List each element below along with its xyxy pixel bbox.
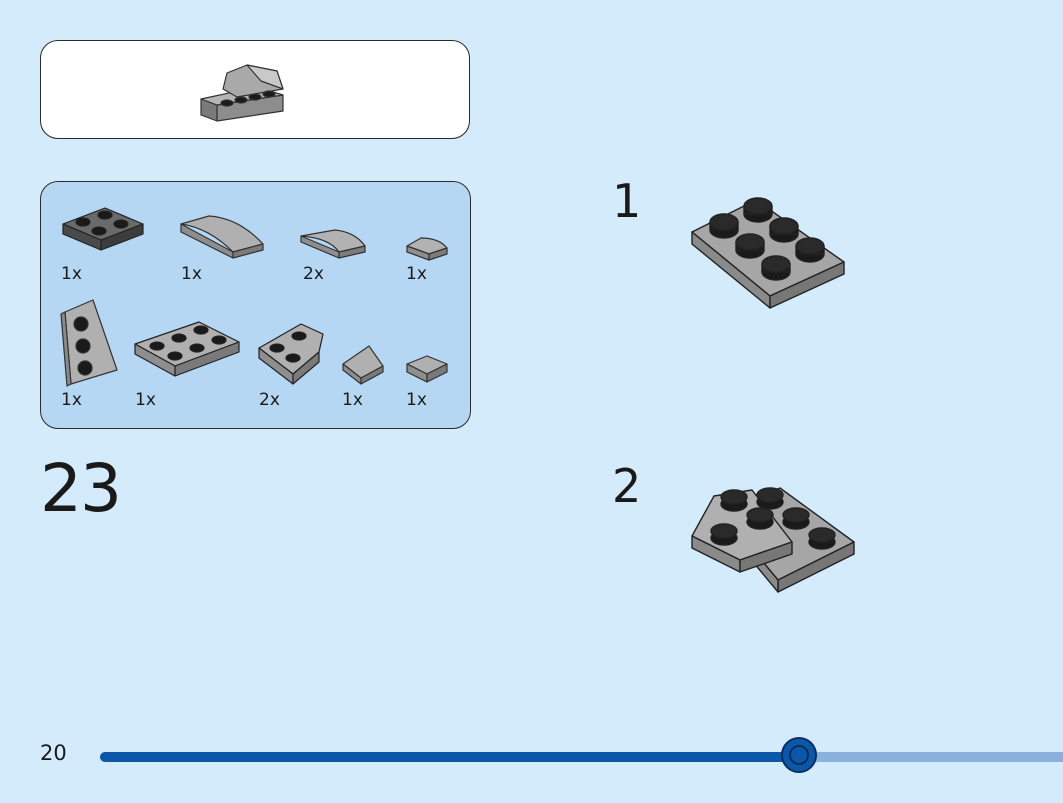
part-quantity: 1x [342,390,363,410]
part-plate-2x3 [134,321,240,377]
part-quantity: 1x [406,264,427,284]
part-quantity: 1x [181,264,202,284]
part-quantity: 2x [303,264,324,284]
part-wedge-plate-vertical [60,299,118,387]
subassembly-model-image [200,64,284,122]
part-curved-slope [300,229,366,259]
part-slope-small [342,345,384,385]
part-quantity: 2x [259,390,280,410]
part-tile-1x1 [406,355,448,383]
substep-1-model-image [691,197,845,309]
part-round-tile-quarter [406,237,448,261]
part-plate-2x2-dark [62,207,144,251]
step-number: 23 [40,450,122,527]
substep-number: 2 [612,459,642,513]
progress-bar [100,737,1063,773]
part-quantity: 1x [135,390,156,410]
substep-2-model-image [691,487,855,593]
page-number: 20 [40,741,67,765]
parts-list-box: 1x 1x 2x 1x 1x [40,181,471,429]
subassembly-preview-box [40,40,470,139]
part-wedge-plate [258,323,324,385]
substep-number: 1 [612,174,642,228]
part-quantity: 1x [406,390,427,410]
part-quantity: 1x [61,390,82,410]
part-curved-slope-long [180,215,264,259]
progress-bar-fill [100,752,800,762]
part-quantity: 1x [61,264,82,284]
progress-indicator [781,737,818,773]
